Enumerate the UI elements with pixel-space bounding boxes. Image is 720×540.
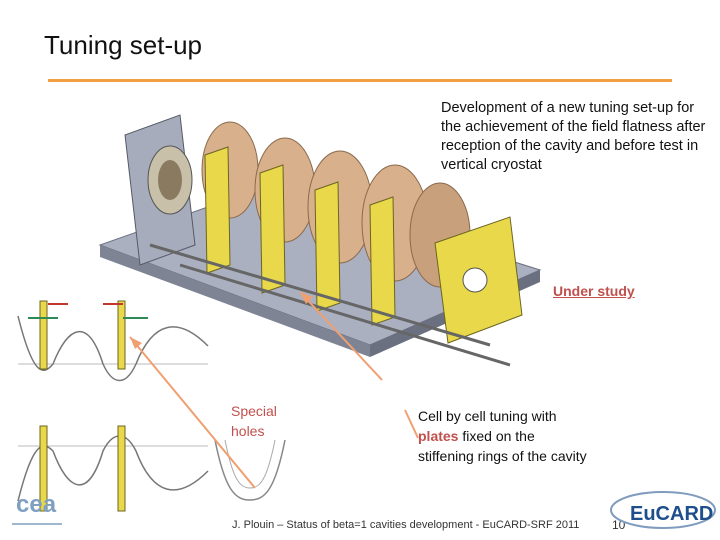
special-holes-detail xyxy=(214,440,286,501)
footer-text: J. Plouin – Status of beta=1 cavities de… xyxy=(232,519,580,531)
under-study-label: Under study xyxy=(553,283,635,299)
slide-title: Tuning set-up xyxy=(44,30,203,60)
tuning-setup-illustration xyxy=(98,114,542,367)
description-text: Development of a new tuning set-up for t… xyxy=(441,100,706,173)
svg-text:cea: cea xyxy=(16,491,57,518)
cell-profile-diagram xyxy=(17,300,209,512)
title-underline xyxy=(48,79,672,82)
special-holes-label: Special holes xyxy=(231,403,277,439)
cea-logo-mark: cea xyxy=(12,491,62,525)
plates-word: plates xyxy=(418,428,459,444)
stiffening-plates xyxy=(204,146,396,326)
eucard-logo-mark: EuCARD xyxy=(610,491,716,529)
cell-tuning-text: Cell by cell tuning with plates fixed on… xyxy=(418,408,587,464)
svg-text:EuCARD: EuCARD xyxy=(630,503,713,525)
